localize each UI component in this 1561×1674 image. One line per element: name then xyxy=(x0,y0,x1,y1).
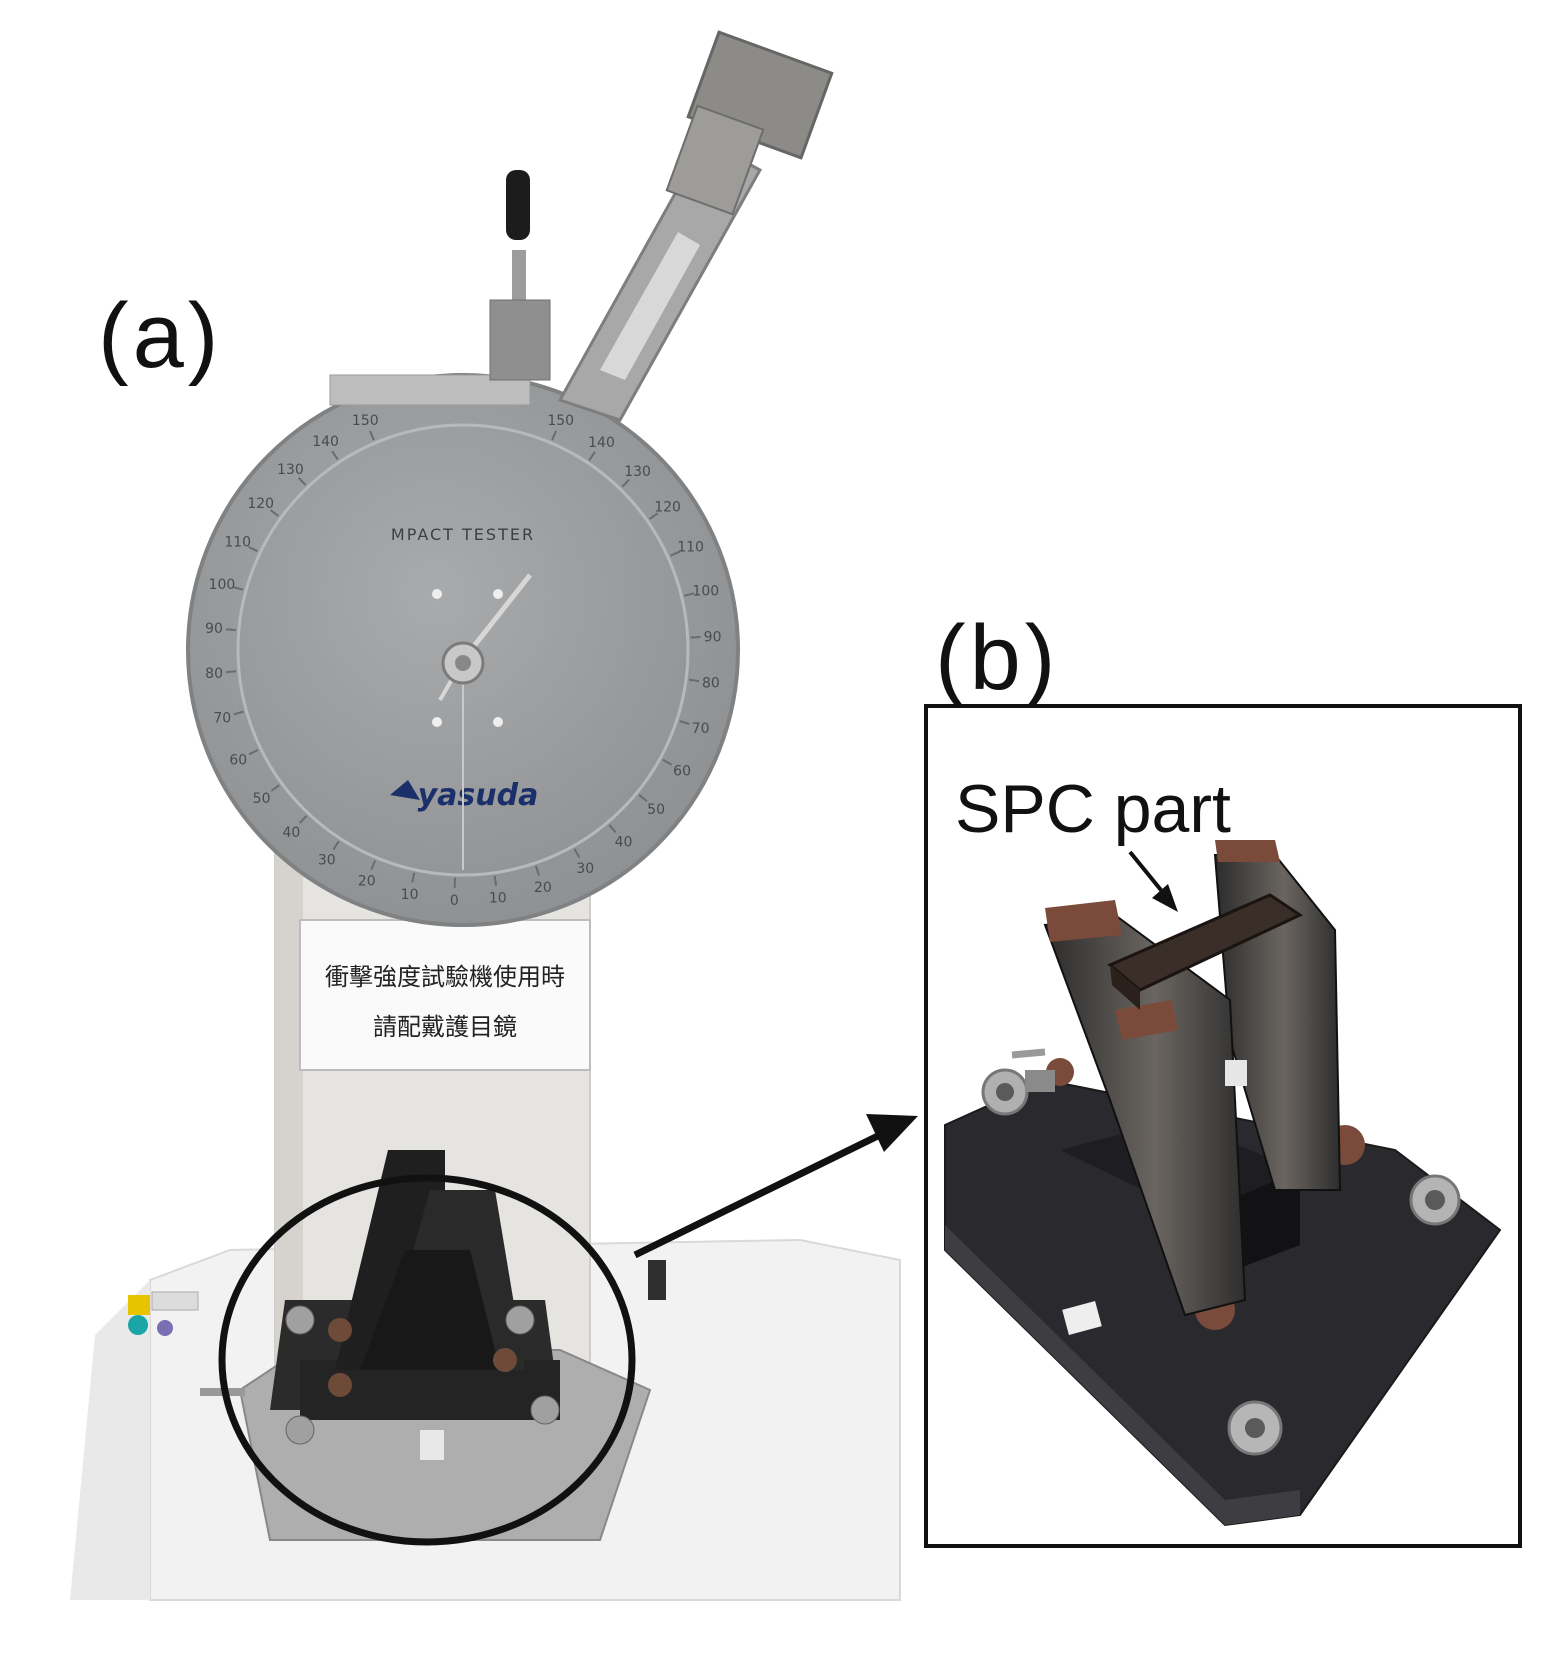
dial-scale-number-right: 60 xyxy=(673,763,691,779)
dial-scale-number-right: 20 xyxy=(534,880,552,896)
dial-scale-tick xyxy=(332,840,340,851)
dial-scale-tick xyxy=(248,749,259,756)
zoom-arrowhead xyxy=(866,1114,918,1152)
dial-scale-tick xyxy=(688,678,700,683)
impact-tester-photo: 衝擊強度試驗機使用時 請配戴護目鏡 1501401301201101009080… xyxy=(70,30,901,1601)
dial-scale-tick xyxy=(269,509,280,517)
dial-scale-number-right: 10 xyxy=(489,891,507,907)
dial-scale-number-right: 110 xyxy=(677,540,704,556)
dial-scale-number-left: 100 xyxy=(209,577,236,593)
panel-label-a: (a) xyxy=(98,285,223,387)
panel-label-b: (b) xyxy=(935,607,1060,709)
dial-scale-tick xyxy=(608,824,617,834)
dial-scale-tick xyxy=(298,815,308,824)
dial-scale-tick xyxy=(370,860,377,870)
dial-scale-number-left: 60 xyxy=(229,753,247,769)
dial-scale-number-left: 120 xyxy=(247,496,274,512)
dial-scale-number-right: 30 xyxy=(576,861,594,877)
spc-callout-arrow-line xyxy=(1128,850,1167,897)
dial-scale-number-right: 40 xyxy=(615,835,633,851)
dial-scale-tick xyxy=(331,450,339,461)
dial-scale-tick xyxy=(662,758,673,766)
lever-knob xyxy=(506,170,530,240)
dial-scale-tick xyxy=(225,628,236,632)
fixture-highlight-circle xyxy=(218,1174,636,1546)
dial-scale-tick xyxy=(233,586,244,591)
dial-scale-number-left: 130 xyxy=(277,462,304,478)
dial-scale-number-left: 10 xyxy=(401,887,419,903)
dial-scale-number-right: 50 xyxy=(647,802,665,818)
dial-scale-tick xyxy=(588,451,596,461)
warning-sign-line2: 請配戴護目鏡 xyxy=(373,1013,517,1041)
dial-scale-number-left: 110 xyxy=(224,535,251,551)
dial-scale-number-left: 140 xyxy=(312,434,339,450)
dial-scale-tick xyxy=(649,512,659,520)
dial-scale-number-left: 0 xyxy=(450,893,459,909)
spc-part-label: SPC part xyxy=(955,771,1231,847)
dial-scale-number-left: 40 xyxy=(282,825,300,841)
dial-title: MPACT TESTER xyxy=(391,525,535,544)
dial-scale-number-left: 30 xyxy=(318,853,336,869)
spc-callout-arrowhead xyxy=(1152,884,1178,912)
dial-scale-tick xyxy=(690,636,701,639)
dial-scale-tick xyxy=(551,430,557,441)
dial-scale-tick xyxy=(411,872,416,883)
dial-scale-tick xyxy=(573,848,581,859)
dial-scale-number-right: 140 xyxy=(588,435,615,451)
dial-scale-number-left: 150 xyxy=(352,413,379,429)
dial-scale-tick xyxy=(297,477,307,486)
dial-scale-number-right: 100 xyxy=(692,583,719,599)
warning-sign-line1: 衝擊強度試驗機使用時 xyxy=(325,963,565,991)
dial-scale-tick xyxy=(248,545,258,553)
dial-scale-tick xyxy=(621,478,630,488)
dial-scale-tick xyxy=(225,670,237,674)
warning-sign xyxy=(299,919,591,1071)
dial-brand: yasuda xyxy=(418,778,539,813)
dial-scale-tick xyxy=(684,592,695,597)
dial-scale-number-right: 90 xyxy=(704,629,722,645)
dial-scale-number-left: 70 xyxy=(213,711,231,727)
dial-scale-tick xyxy=(679,720,690,726)
dial-scale-tick xyxy=(670,550,681,557)
dial-scale-number-left: 20 xyxy=(358,874,376,890)
dial-scale-tick xyxy=(270,784,280,792)
dial-scale-number-right: 70 xyxy=(692,721,710,737)
dial-scale-number-left: 50 xyxy=(253,791,271,807)
dial-scale-tick xyxy=(534,865,541,876)
dial-scale-number-left: 80 xyxy=(205,666,223,682)
fixture-closeup-photo xyxy=(944,840,1502,1527)
dial-scale-tick xyxy=(493,875,498,886)
dial-scale-number-right: 80 xyxy=(702,676,720,692)
dial-scale-number-right: 150 xyxy=(547,413,574,429)
dial-scale-number-left: 90 xyxy=(205,621,223,637)
dial-scale-tick xyxy=(369,430,375,441)
dial-scale-tick xyxy=(638,794,648,802)
dial-scale-tick xyxy=(233,710,244,716)
dial-scale-number-right: 120 xyxy=(654,499,681,515)
zoom-arrow-line xyxy=(633,1126,892,1259)
dial-scale-number-right: 130 xyxy=(624,464,651,480)
